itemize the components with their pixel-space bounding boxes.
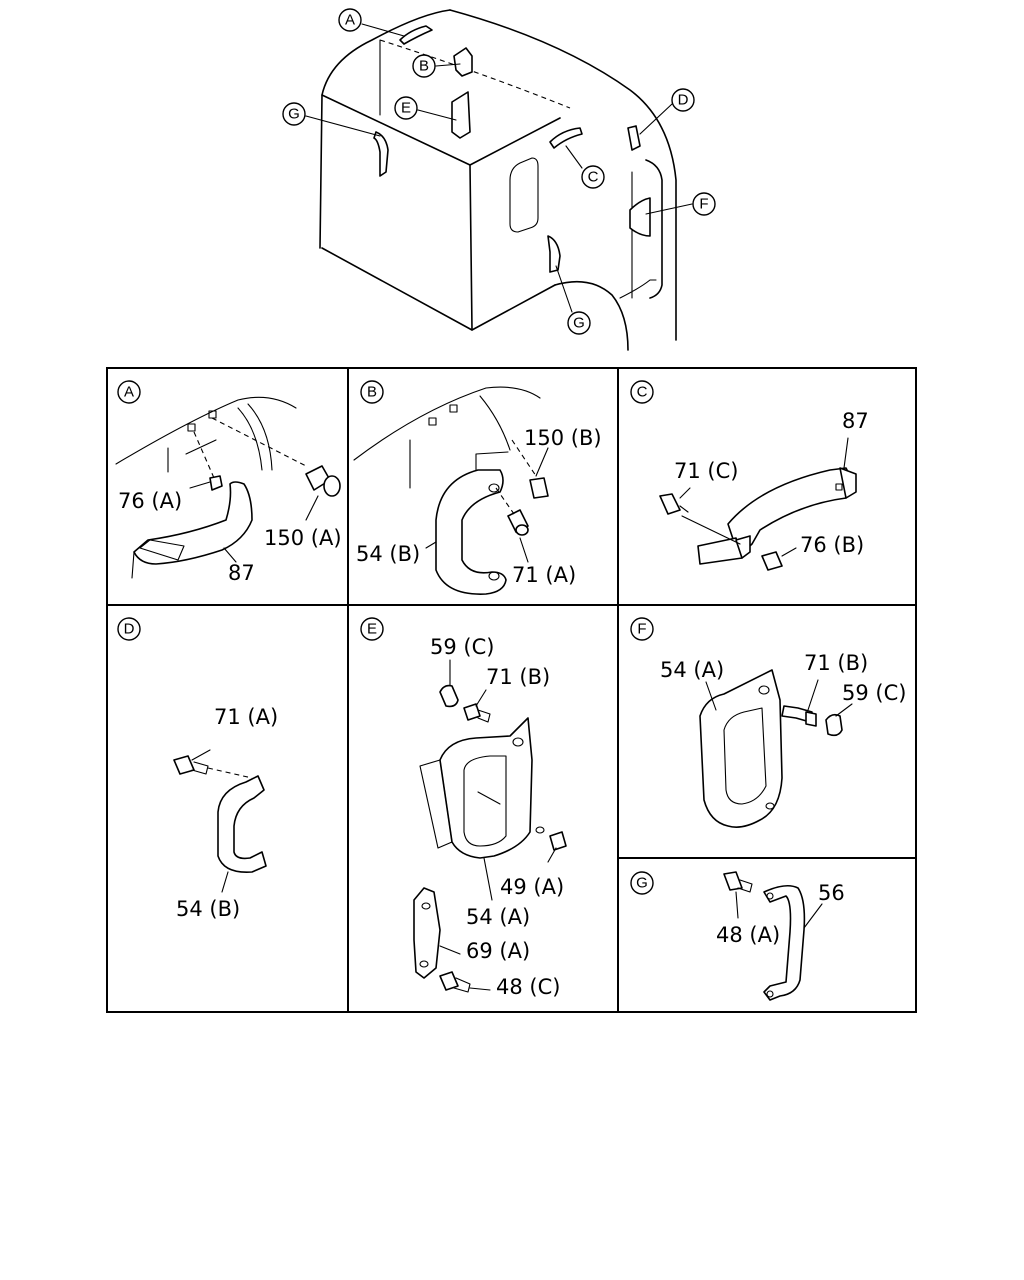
label-71b-f: 71 (B) [804, 651, 868, 675]
panel-e: E 59 (C) 71 (B) 49 (A) 54 (A) 69 (A) [360, 617, 567, 999]
panel-d: D 71 (A) 54 (B) [117, 617, 278, 921]
callout-g-overview-left: G [288, 106, 300, 123]
label-87: 87 [228, 561, 255, 585]
label-54a-e: 54 (A) [466, 905, 530, 929]
label-150a: 150 (A) [264, 526, 342, 550]
panel-a: A 76 (A) 150 (A) 87 [115, 380, 342, 585]
label-71c: 71 (C) [674, 459, 738, 483]
label-54b: 54 (B) [356, 542, 420, 566]
callout-c-overview: C [588, 169, 599, 186]
label-48a: 48 (A) [716, 923, 780, 947]
panel-c: C 87 71 (C) 76 (B) [630, 380, 869, 571]
label-71b-e: 71 (B) [486, 665, 550, 689]
panel-b: B 150 (B) 54 (B) 71 (A) [353, 380, 602, 595]
label-54b-d: 54 (B) [176, 897, 240, 921]
callout-a-overview: A [345, 12, 355, 29]
callout-d-overview: D [678, 92, 689, 109]
callout-f-overview: F [699, 196, 708, 213]
callout-b-overview: B [419, 58, 429, 75]
label-71a-d: 71 (A) [214, 705, 278, 729]
panel-d-letter: D [124, 621, 135, 638]
label-56: 56 [818, 881, 845, 905]
label-69a: 69 (A) [466, 939, 530, 963]
label-150b: 150 (B) [524, 426, 602, 450]
panel-e-letter: E [367, 621, 377, 638]
panel-a-letter: A [124, 384, 134, 401]
label-54a-f: 54 (A) [660, 658, 724, 682]
label-76b: 76 (B) [800, 533, 864, 557]
label-76a: 76 (A) [118, 489, 182, 513]
overview-callouts: A B C D E F G G [282, 8, 716, 335]
panel-g-letter: G [636, 875, 648, 892]
detail-grid [106, 367, 917, 1013]
label-87-c: 87 [842, 409, 869, 433]
label-59c-f: 59 (C) [842, 681, 906, 705]
label-49a: 49 (A) [500, 875, 564, 899]
cab-overview [319, 9, 677, 351]
panel-c-letter: C [637, 384, 648, 401]
panel-f: F 54 (A) 71 (B) 59 (C) [630, 617, 906, 828]
label-59c-e: 59 (C) [430, 635, 494, 659]
panel-f-letter: F [637, 621, 646, 638]
label-71a: 71 (A) [512, 563, 576, 587]
panel-g: G 48 (A) 56 [630, 871, 845, 1001]
panel-b-letter: B [367, 384, 377, 401]
label-48c: 48 (C) [496, 975, 560, 999]
callout-g-overview-right: G [573, 315, 585, 332]
callout-e-overview: E [401, 100, 411, 117]
